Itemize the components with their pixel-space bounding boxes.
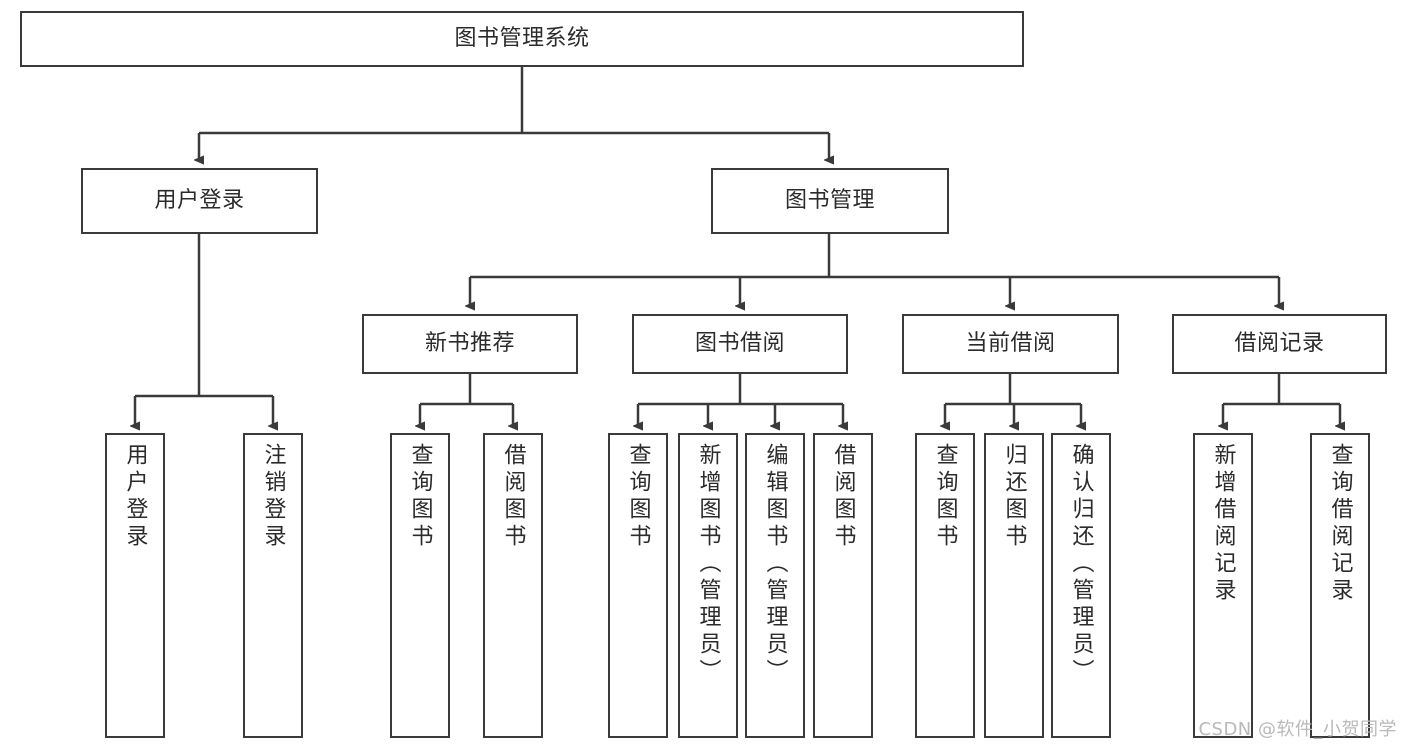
node-leaf-confirm-return[interactable]: 确认归还（管理员） (1051, 433, 1111, 738)
node-leaf-borrow-book-1-label: 借阅图书 (500, 443, 526, 551)
node-borrow-record[interactable]: 借阅记录 (1172, 314, 1387, 374)
node-book-borrow-label: 图书借阅 (694, 330, 785, 356)
node-leaf-add-record-label: 新增借阅记录 (1210, 443, 1236, 605)
node-leaf-confirm-return-label: 确认归还（管理员） (1068, 443, 1094, 686)
node-leaf-query-record[interactable]: 查询借阅记录 (1310, 433, 1370, 738)
node-book-management-label: 图书管理 (784, 187, 875, 213)
node-leaf-user-login-label: 用户登录 (122, 443, 148, 551)
node-leaf-edit-book[interactable]: 编辑图书（管理员） (745, 433, 805, 738)
node-leaf-user-login[interactable]: 用户登录 (105, 433, 165, 738)
node-leaf-logout[interactable]: 注销登录 (243, 433, 303, 738)
node-leaf-query-book-2[interactable]: 查询图书 (608, 433, 668, 738)
node-current-borrow-label: 当前借阅 (965, 330, 1056, 356)
node-leaf-query-book-1[interactable]: 查询图书 (390, 433, 450, 738)
node-leaf-edit-book-label: 编辑图书（管理员） (762, 443, 788, 686)
node-current-borrow[interactable]: 当前借阅 (902, 314, 1119, 374)
node-leaf-add-record[interactable]: 新增借阅记录 (1193, 433, 1253, 738)
node-new-book-recommend[interactable]: 新书推荐 (362, 314, 578, 374)
node-leaf-query-book-2-label: 查询图书 (625, 443, 651, 551)
node-leaf-add-book[interactable]: 新增图书（管理员） (678, 433, 738, 738)
node-user-login[interactable]: 用户登录 (81, 168, 318, 234)
node-leaf-return-book-label: 归还图书 (1001, 443, 1027, 551)
node-user-login-label: 用户登录 (154, 187, 245, 213)
node-leaf-query-book-3-label: 查询图书 (932, 443, 958, 551)
node-root-label: 图书管理系统 (454, 25, 590, 51)
node-leaf-borrow-book-2[interactable]: 借阅图书 (813, 433, 873, 738)
node-new-book-recommend-label: 新书推荐 (424, 330, 515, 356)
node-book-management[interactable]: 图书管理 (711, 168, 949, 234)
node-root[interactable]: 图书管理系统 (20, 11, 1024, 67)
node-leaf-borrow-book-2-label: 借阅图书 (830, 443, 856, 551)
node-borrow-record-label: 借阅记录 (1234, 330, 1325, 356)
node-leaf-query-record-label: 查询借阅记录 (1327, 443, 1353, 605)
node-leaf-borrow-book-1[interactable]: 借阅图书 (483, 433, 543, 738)
node-leaf-query-book-1-label: 查询图书 (407, 443, 433, 551)
node-book-borrow[interactable]: 图书借阅 (632, 314, 848, 374)
node-leaf-add-book-label: 新增图书（管理员） (695, 443, 721, 686)
node-leaf-logout-label: 注销登录 (260, 443, 286, 551)
node-leaf-query-book-3[interactable]: 查询图书 (915, 433, 975, 738)
node-leaf-return-book[interactable]: 归还图书 (984, 433, 1044, 738)
